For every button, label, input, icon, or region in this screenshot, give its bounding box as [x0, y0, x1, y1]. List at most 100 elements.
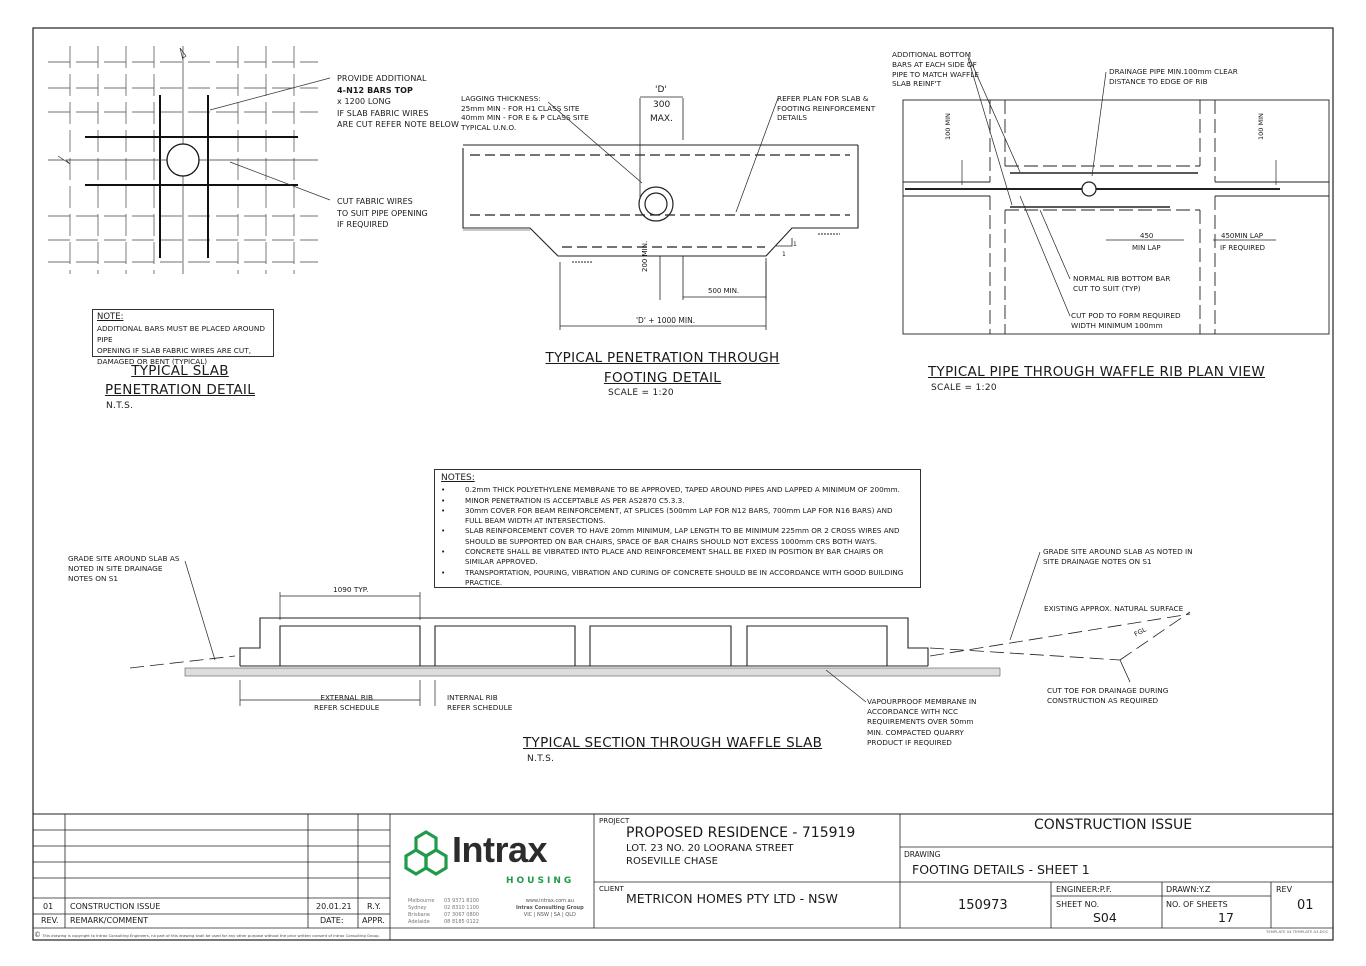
slab-grid-detail [48, 46, 331, 274]
lap-450: 450MIN LAP [1221, 232, 1263, 240]
engineer: ENGINEER:P.F. [1056, 885, 1112, 894]
notes-heading: NOTES: [441, 473, 475, 483]
no-sheets-label: NO. OF SHEETS [1166, 900, 1228, 909]
rev-cell: 01 [43, 902, 54, 911]
appr-cell: R.Y. [367, 902, 381, 911]
label-line: IF REQUIRED [337, 220, 389, 229]
dim-450: 450 [1140, 232, 1154, 240]
label-line: CUT POD TO FORM REQUIRED [1071, 311, 1181, 320]
label-line: IF SLAB FABRIC WIRES [337, 108, 429, 118]
note-line: DAMAGED OR BENT (TYPICAL) [97, 357, 208, 366]
remark-header: REMARK/COMMENT [70, 916, 149, 925]
phone: 02 8310 1100 [444, 905, 479, 911]
label-line: NOTED IN SITE DRAINAGE [68, 564, 163, 573]
office: Sydney [408, 905, 427, 911]
sheet-number: S04 [1093, 910, 1117, 925]
slope-1a: 1 [793, 241, 797, 248]
label-line: SITE DRAINAGE NOTES ON S1 [1043, 557, 1152, 566]
project-address-1: LOT. 23 NO. 20 LOORANA STREET [626, 843, 794, 854]
detail4-title: TYPICAL SECTION THROUGH WAFFLE SLAB [523, 735, 823, 751]
dim-min: MIN. [641, 240, 649, 257]
note-text: MINOR PENETRATION IS ACCEPTABLE AS PER A… [465, 495, 685, 505]
label-line: 40mm MIN - FOR E & P CLASS SITE [461, 113, 589, 122]
detail2-title-2: FOOTING DETAIL [603, 370, 722, 386]
label-line: 25mm MIN - FOR H1 CLASS SITE [461, 103, 580, 113]
drawing-label: DRAWING [904, 850, 941, 859]
label-line: GRADE SITE AROUND SLAB AS NOTED IN [1043, 547, 1193, 556]
label-line: ADDITIONAL BOTTOM [892, 50, 972, 59]
note-item: •MINOR PENETRATION IS ACCEPTABLE AS PER … [441, 495, 685, 505]
external-rib-label: EXTERNAL RIB REFER SCHEDULE [314, 693, 379, 712]
label-line: PRODUCT IF REQUIRED [867, 737, 952, 747]
remark-cell: CONSTRUCTION ISSUE [70, 902, 161, 911]
states: VIC | NSW | SA | QLD [523, 912, 576, 918]
intrax-logo-sub: HOUSING [506, 876, 575, 886]
detail1-scale: N.T.S. [106, 401, 134, 411]
label-line: WIDTH MINIMUM 100mm [1071, 321, 1163, 330]
rev-header: REV. [41, 916, 59, 925]
slope-1b: 1 [782, 251, 786, 258]
label-line: NORMAL RIB BOTTOM BAR [1073, 274, 1171, 283]
title-block-grid [33, 814, 1333, 940]
drawing-name: FOOTING DETAILS - SHEET 1 [912, 862, 1090, 877]
label-line: DRAINAGE PIPE MIN.100mm CLEAR [1109, 67, 1238, 76]
detail1-title-2: PENETRATION DETAIL [104, 382, 256, 398]
client-label: CLIENT [599, 885, 624, 893]
intrax-logo-mark [404, 830, 448, 876]
date-header: DATE: [320, 916, 344, 925]
label-line: x 1200 LONG [337, 97, 391, 106]
label-line: EXTERNAL RIB [320, 693, 374, 702]
label-line: CUT TOE FOR DRAINAGE DURING [1047, 686, 1169, 695]
note-text: 0.2mm THICK POLYETHYLENE MEMBRANE TO BE … [465, 485, 900, 495]
label-line: FOOTING REINFORCEMENT [777, 103, 876, 113]
general-notes-box: NOTES: •0.2mm THICK POLYETHYLENE MEMBRAN… [434, 469, 921, 588]
date-cell: 20.01.21 [316, 902, 352, 911]
label-line: INTERNAL RIB [447, 693, 498, 702]
note-line: OPENING IF SLAB FABRIC WIRES ARE CUT, [97, 346, 252, 355]
note-item: •TRANSPORTATION, POURING, VIBRATION AND … [441, 568, 914, 589]
label-line: PROVIDE ADDITIONAL [337, 74, 427, 83]
template-ref: TEMPLATE 04 TEMPLATE A3.DOC [1266, 929, 1329, 934]
label-line: NOTES ON S1 [68, 574, 119, 583]
project-address-2: ROSEVILLE CHASE [626, 856, 718, 867]
dim-500: 500 MIN. [708, 287, 740, 295]
waffle-section-detail [129, 551, 1191, 706]
note-item: •0.2mm THICK POLYETHYLENE MEMBRANE TO BE… [441, 485, 900, 495]
additional-bottom-label: ADDITIONAL BOTTOM BARS AT EACH SIDE OF P… [892, 50, 979, 89]
label-line: BARS AT EACH SIDE OF [892, 59, 977, 69]
detail3-scale: SCALE = 1:20 [931, 383, 997, 393]
rev-label: REV [1276, 885, 1293, 894]
note-text: CONCRETE SHALL BE VIBRATED INTO PLACE AN… [465, 547, 884, 567]
detail4-scale: N.T.S. [527, 754, 555, 764]
dim-max: MAX. [650, 114, 673, 124]
client-name: METRICON HOMES PTY LTD - NSW [626, 891, 838, 906]
additional-bars-label: PROVIDE ADDITIONAL 4-N12 BARS TOP x 1200… [337, 73, 459, 131]
label-line: GRADE SITE AROUND SLAB AS [68, 554, 180, 563]
label-line: CUT TO SUIT (TYP) [1073, 284, 1141, 293]
dim-100-value: 100 [944, 127, 952, 140]
label-line: REQUIREMENTS OVER 50mm [867, 717, 974, 727]
label-line: ARE CUT REFER NOTE BELOW [337, 120, 459, 129]
note-line: ADDITIONAL BARS MUST BE PLACED AROUND PI… [97, 324, 265, 344]
copyright-icon: © [34, 931, 41, 939]
dim-200: 200 MIN. [641, 241, 649, 272]
job-number: 150973 [958, 898, 1008, 913]
label-line: REFER SCHEDULE [314, 702, 380, 712]
label-line: CONSTRUCTION AS REQUIRED [1047, 696, 1159, 705]
no-sheets: 17 [1218, 910, 1234, 925]
dim-100-left: 100 MIN [944, 113, 952, 140]
office-list: Melbourne Sydney Brisbane Adelaide [408, 898, 434, 926]
detail2-scale: SCALE = 1:20 [608, 388, 674, 398]
project-label: PROJECT [599, 817, 630, 825]
cut-pod-label: CUT POD TO FORM REQUIRED WIDTH MINIMUM 1… [1071, 311, 1181, 331]
label-line: PIPE TO MATCH WAFFLE [892, 69, 979, 79]
dim-d: 'D' [655, 85, 667, 95]
note-text: SLAB REINFORCEMENT COVER TO HAVE 20mm MI… [465, 526, 900, 546]
waffle-plan-detail [902, 54, 1330, 335]
copyright-note: © This drawing is copyright to Intrax Co… [34, 931, 380, 939]
lagging-label: LAGGING THICKNESS: 25mm MIN - FOR H1 CLA… [461, 94, 589, 132]
cut-toe-label: CUT TOE FOR DRAINAGE DURING CONSTRUCTION… [1047, 686, 1168, 706]
label-line: CUT FABRIC WIRES [337, 197, 413, 206]
dim-min: MIN [944, 113, 952, 126]
